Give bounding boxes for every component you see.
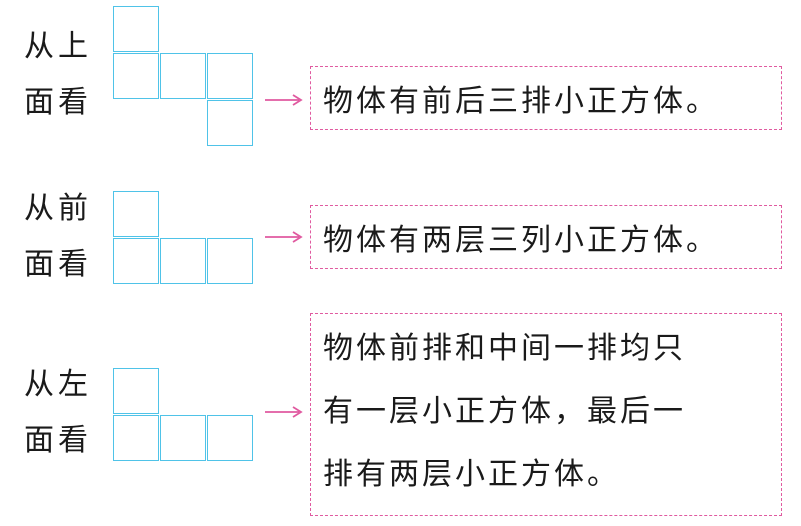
view-left-label: 从左 面看 (24, 370, 104, 456)
view-top-description: 物体有前后三排小正方体。 (323, 84, 719, 119)
view-top-description-box: 物体有前后三排小正方体。 (310, 66, 782, 130)
grid-cell (160, 415, 206, 461)
view-front-label-line2: 面看 (24, 247, 92, 282)
grid-cell (113, 368, 159, 414)
grid-cell (113, 6, 159, 52)
view-top-label-line2: 面看 (24, 85, 92, 120)
view-front-label: 从前 面看 (24, 194, 104, 280)
view-top-label-line1: 从上 (24, 29, 92, 64)
view-front-label-line1: 从前 (24, 191, 92, 226)
grid-cell (113, 415, 159, 461)
grid-cell (207, 53, 253, 99)
view-left-label-line1: 从左 (24, 367, 92, 402)
grid-cell (113, 238, 159, 284)
grid-cell (160, 238, 206, 284)
grid-cell (207, 238, 253, 284)
arrow-right-icon (265, 231, 303, 243)
view-top-label: 从上 面看 (24, 32, 104, 118)
grid-cell (207, 415, 253, 461)
view-left-description-line: 有一层小正方体，最后一 (323, 394, 686, 429)
view-front-description: 物体有两层三列小正方体。 (323, 223, 719, 258)
view-left-description-box: 物体前排和中间一排均只 有一层小正方体，最后一 排有两层小正方体。 (310, 313, 782, 516)
view-left-description-line: 物体前排和中间一排均只 (323, 331, 686, 366)
grid-cell (160, 53, 206, 99)
arrow-right-icon (265, 406, 303, 418)
grid-cell (113, 53, 159, 99)
grid-cell (207, 100, 253, 146)
view-left-description-line: 排有两层小正方体。 (323, 457, 620, 492)
view-front-description-box: 物体有两层三列小正方体。 (310, 205, 782, 269)
arrow-right-icon (265, 94, 303, 106)
view-left-label-line2: 面看 (24, 423, 92, 458)
grid-cell (113, 191, 159, 237)
